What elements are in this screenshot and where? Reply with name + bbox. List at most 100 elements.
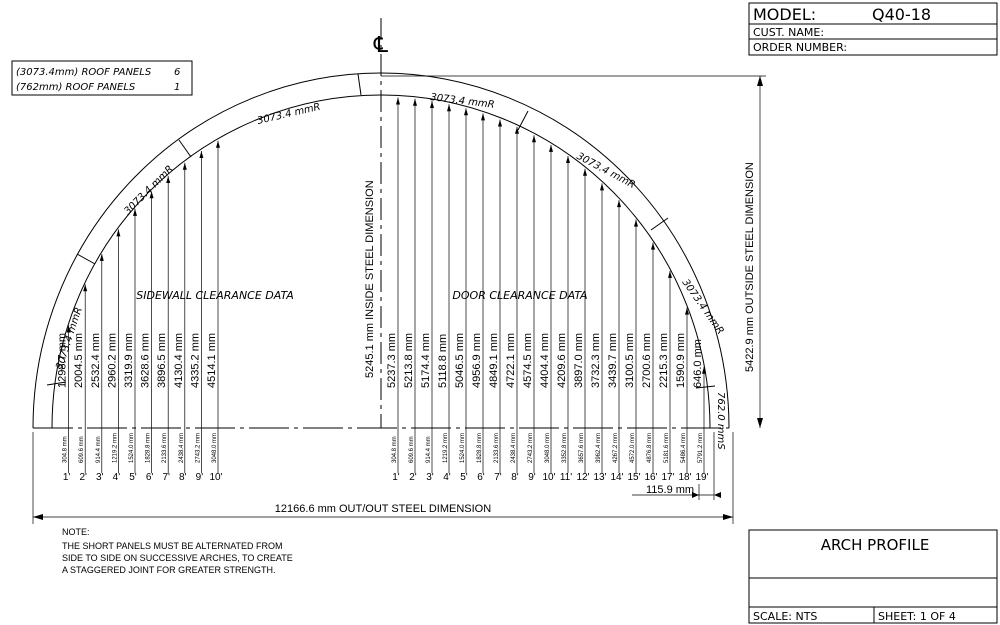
door-station-1: 1' [392,472,400,483]
door-station-11: 11' [560,472,572,483]
drawing-title: ARCH PROFILE [821,536,930,554]
door-height-6: 4956.9 mm [471,333,483,388]
panel-legend: (3073.4mm) ROOF PANELS 6 (762mm) ROOF PA… [11,60,193,96]
door-station-19: 19' [695,472,708,483]
door-station-5: 5' [460,472,468,483]
sidewall-station-6: 6' [146,472,154,483]
door-arrow-1 [396,97,400,105]
door-station-15: 15' [627,472,640,483]
door-station-3: 3' [426,472,434,483]
door-height-1: 5237.3 mm [386,333,398,388]
door-station-9: 9' [528,472,536,483]
sidewall-offset-5: 1524.0 mm [129,433,135,463]
door-height-7: 4849.1 mm [488,333,500,388]
sidewall-height-6: 3628.6 mm [140,333,152,388]
centerline: ℄ [373,18,389,428]
cust-name-label: CUST. NAME: [753,26,824,39]
door-offset-8: 2438.4 mm [511,433,517,463]
sidewall-height-5: 3319.9 mm [123,333,135,388]
door-arrow-10 [549,144,553,152]
door-height-14: 3439.7 mm [607,333,619,388]
door-offset-4: 1219.2 mm [443,433,449,463]
legend-row1-text: (3073.4mm) ROOF PANELS [16,67,152,78]
door-arrow-6 [481,113,485,121]
door-station-14: 14' [610,472,623,483]
offset-dimension: 115.9 mm [632,432,721,500]
door-height-19: 646.0 mm [692,339,704,388]
door-offset-10: 3048.0 mm [545,433,551,463]
door-arrow-14 [617,200,621,208]
sidewall-station-7: 7' [162,472,170,483]
sidewall-offset-9: 2743.2 mm [195,433,201,463]
arch-outline [32,72,730,429]
legend-row1-count: 6 [174,67,180,78]
sidewall-offset-1: 304.8 mm [63,436,69,463]
title-block: MODEL: Q40-18 CUST. NAME: ORDER NUMBER: … [748,2,998,624]
door-arrow-12 [583,168,587,176]
door-offset-11: 3352.8 mm [562,433,568,463]
door-arrow-19 [702,366,706,374]
centerline-symbol: ℄ [373,33,389,58]
sidewall-offset-3: 914.4 mm [96,436,102,463]
sidewall-height-9: 4335.2 mm [189,333,201,388]
door-station-7: 7' [494,472,502,483]
door-offset-13: 3962.4 mm [596,433,602,463]
door-arrow-15 [634,219,638,227]
door-offset-3: 914.4 mm [426,436,432,463]
door-height-11: 4209.6 mm [556,333,568,388]
door-offset-2: 609.6 mm [409,436,415,463]
outside-steel-dimension: 5422.9 mm OUTSIDE STEEL DIMENSION [744,162,756,372]
door-offset-12: 3657.6 mm [579,433,585,463]
door-arrow-4 [447,104,451,112]
door-offset-15: 4572.0 mm [630,433,636,463]
order-number-label: ORDER NUMBER: [753,41,847,54]
outside-dimension: 5422.9 mm OUTSIDE STEEL DIMENSION [381,75,766,428]
door-height-3: 5174.4 mm [420,333,432,388]
offset-dimension-value: 115.9 mm [646,484,694,496]
note-line-2: SIDE TO SIDE ON SUCCESSIVE ARCHES, TO CR… [62,553,293,563]
door-height-18: 1590.9 mm [675,333,687,388]
door-offset-14: 4267.2 mm [613,433,619,463]
door-arrow-3 [430,101,434,109]
note-heading: NOTE: [62,527,90,537]
arc-label-7: 762.0 mmS [715,392,726,450]
sidewall-arrow-1 [66,325,71,333]
sidewall-station-10: 10' [209,472,222,483]
model-label: MODEL: [753,5,816,24]
sidewall-arrow-5 [133,208,137,216]
door-station-6: 6' [477,472,485,483]
sidewall-offset-10: 3048.0 mm [212,433,218,463]
sidewall-offset-6: 1828.8 mm [146,433,152,463]
door-height-2: 5213.8 mm [403,333,415,388]
sidewall-clearance-title: SIDEWALL CLEARANCE DATA [136,289,294,302]
sidewall-height-3: 2532.4 mm [90,333,102,388]
sidewall-arrow-6 [149,191,154,199]
door-arrow-11 [566,156,570,164]
legend-row2-text: (762mm) ROOF PANELS [16,82,136,93]
door-station-8: 8' [511,472,519,483]
overall-dimension: 12166.6 mm OUT/OUT STEEL DIMENSION [32,432,734,524]
legend-row2-count: 1 [174,82,180,93]
door-arrow-18 [685,307,689,315]
door-station-10: 10' [542,472,555,483]
door-station-16: 16' [644,472,657,483]
sidewall-station-1: 1' [63,472,71,483]
door-height-16: 2700.6 mm [641,333,653,388]
door-offset-9: 2743.2 mm [528,433,534,463]
sidewall-height-8: 4130.4 mm [173,333,185,388]
door-arrow-5 [464,108,468,116]
sidewall-offset-2: 609.6 mm [79,436,85,463]
sidewall-station-4: 4' [113,472,121,483]
inside-steel-dimension: 5245.1 mm INSIDE STEEL DIMENSION [364,180,376,378]
door-station-13: 13' [593,472,606,483]
door-station-4: 4' [443,472,451,483]
door-height-4: 5118.8 mm [437,334,449,388]
sidewall-arrow-7 [166,176,171,184]
sidewall-offset-7: 2133.6 mm [162,433,168,463]
door-arrow-16 [651,242,655,250]
door-offset-18: 5486.4 mm [681,433,687,463]
sidewall-station-3: 3' [96,472,104,483]
